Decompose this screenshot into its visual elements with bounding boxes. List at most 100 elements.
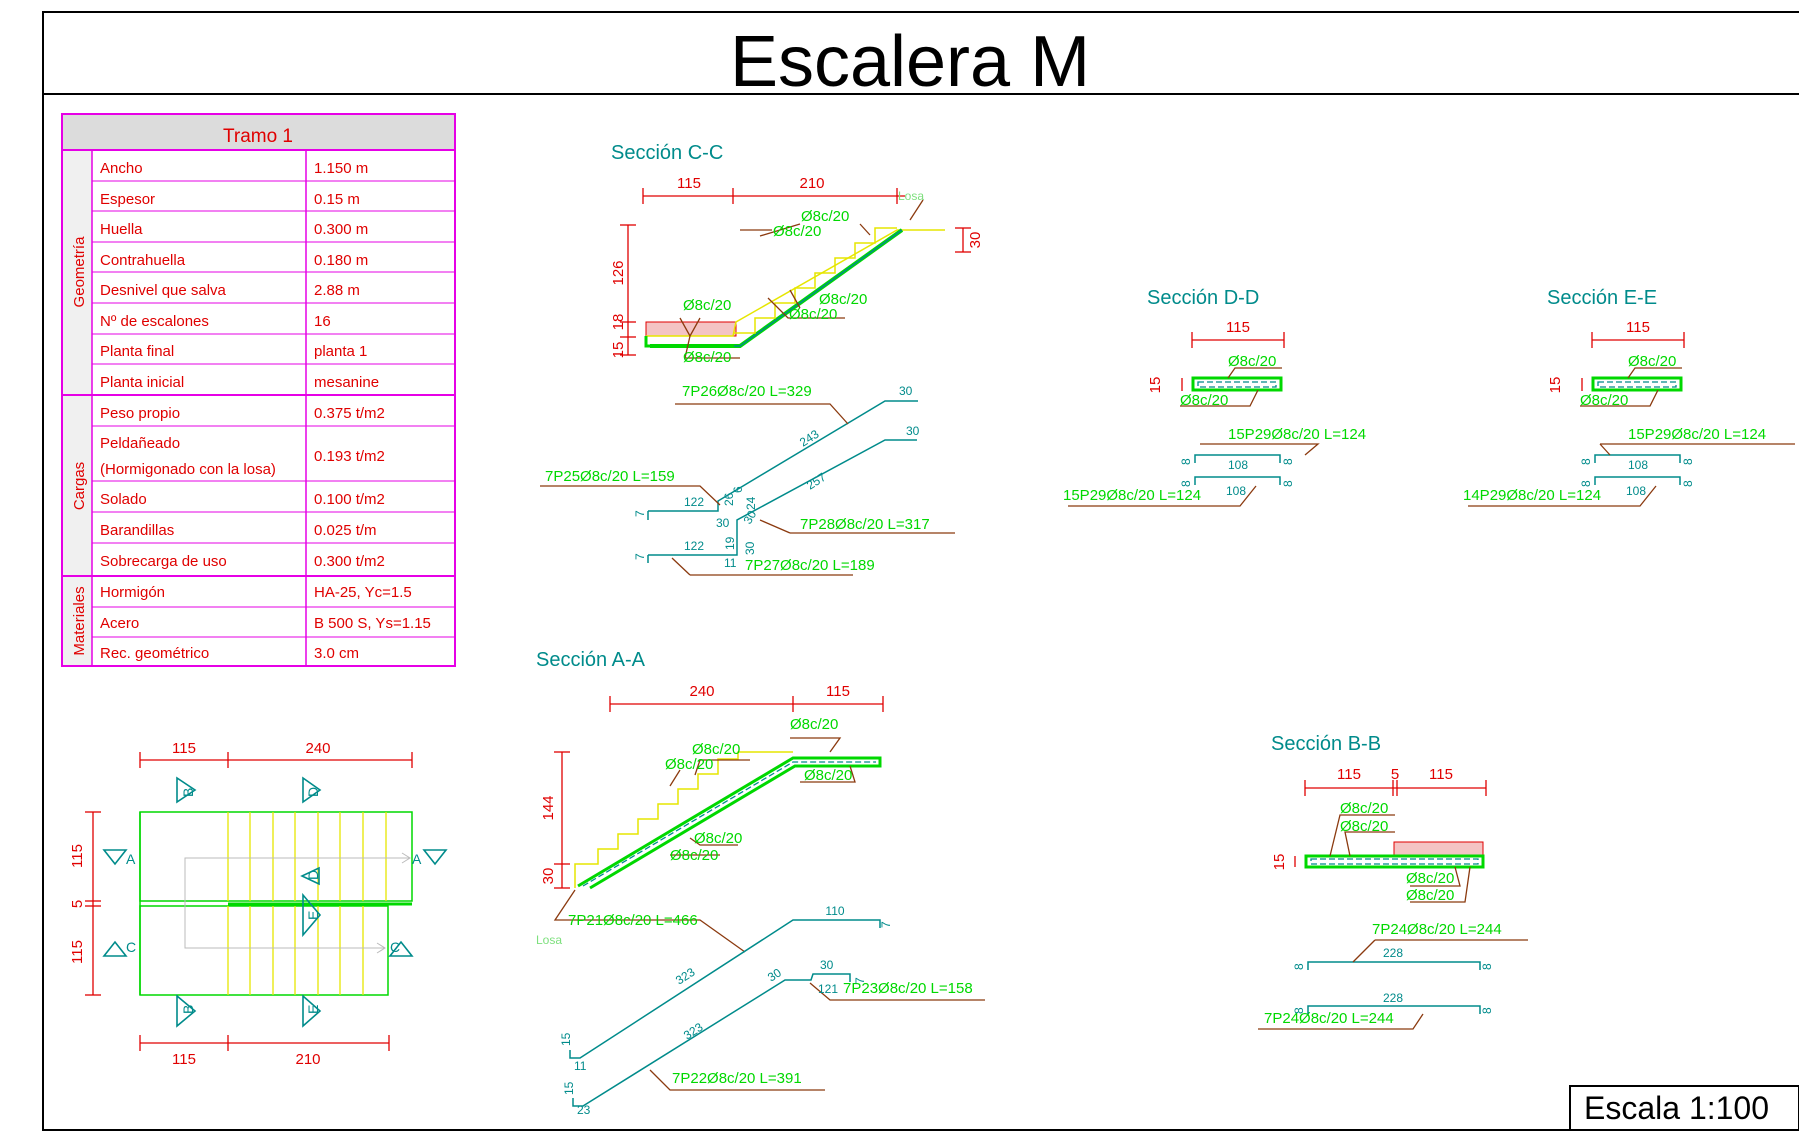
row-value: 16 xyxy=(314,313,331,330)
scale-label: Escala 1:100 xyxy=(1584,1090,1769,1126)
section-c-c: Sección C-C 115 210 30 126 18 15 Losa xyxy=(540,142,984,576)
sheet-frame xyxy=(42,11,1799,1131)
page-title: Escalera M xyxy=(730,22,1090,102)
bar-dim: 110 xyxy=(825,904,844,918)
plan-dim-left: 115 xyxy=(69,844,86,868)
dim: 115 xyxy=(1337,766,1361,783)
row-value: 0.300 t/m2 xyxy=(314,553,385,570)
bar-dim: 108 xyxy=(1628,458,1648,472)
bar-dim: 122 xyxy=(684,495,704,509)
dim: 240 xyxy=(689,683,714,700)
bar-dim: 30 xyxy=(740,508,759,527)
section-title: Sección C-C xyxy=(611,142,723,164)
bar-dim: 8 xyxy=(1579,480,1593,487)
bar-dim: 7 xyxy=(633,553,647,560)
dim: 210 xyxy=(799,175,824,192)
dim: 144 xyxy=(540,795,557,820)
bar-dim: 6 xyxy=(731,486,745,493)
rebar-label: Ø8c/20 xyxy=(665,756,713,773)
bar-dim: 228 xyxy=(1383,991,1403,1005)
bar-label: 7P28Ø8c/20 L=317 xyxy=(800,516,930,533)
row-key: Planta final xyxy=(100,343,174,360)
bar-dim: 122 xyxy=(684,539,704,553)
bar-dim: 323 xyxy=(681,1020,706,1043)
cut-label-a: A xyxy=(412,851,422,867)
section-a-a: Sección A-A 240 115 144 30 Losa Ø8c/20 Ø… xyxy=(536,649,985,1117)
rebar-label: Ø8c/20 xyxy=(1580,392,1628,409)
rebar-label: Ø8c/20 xyxy=(773,223,821,240)
plan-dim-top: 240 xyxy=(305,740,330,757)
dim: 15 xyxy=(1147,377,1164,394)
bar-label: 14P29Ø8c/20 L=124 xyxy=(1463,487,1601,504)
row-key: Espesor xyxy=(100,191,155,208)
row-key: Peldañeado xyxy=(100,435,180,452)
row-value: 0.100 t/m2 xyxy=(314,491,385,508)
row-key: Huella xyxy=(100,221,143,238)
row-key: Barandillas xyxy=(100,522,174,539)
bar-dim: 24 xyxy=(744,496,758,510)
cut-label-e: E xyxy=(305,1005,321,1014)
row-key: Peso propio xyxy=(100,405,180,422)
row-key: Planta inicial xyxy=(100,374,184,391)
bar-dim: 8 xyxy=(1179,458,1193,465)
row-key: Hormigón xyxy=(100,584,165,601)
bar-dim: 8 xyxy=(1281,458,1295,465)
bar-label: 7P24Ø8c/20 L=244 xyxy=(1264,1010,1394,1027)
bar-dim: 8 xyxy=(1281,480,1295,487)
row-key: Acero xyxy=(100,615,139,632)
bar-dim: 8 xyxy=(1681,458,1695,465)
plan-dim-left: 5 xyxy=(69,900,86,908)
row-value: 0.025 t/m xyxy=(314,522,377,539)
row-value: B 500 S, Ys=1.15 xyxy=(314,615,431,632)
bar-dim: 243 xyxy=(797,427,822,450)
section-b-b: Sección B-B 115 5 115 15 Ø8c/20 Ø8c/20 Ø… xyxy=(1258,733,1528,1030)
group-label-materiales: Materiales xyxy=(71,586,88,655)
rebar-label: Ø8c/20 xyxy=(670,847,718,864)
section-d-d: Sección D-D 115 15 Ø8c/20 Ø8c/20 15P29Ø8… xyxy=(1063,287,1366,507)
rebar-label: Ø8c/20 xyxy=(683,297,731,314)
section-title: Sección B-B xyxy=(1271,733,1381,755)
cut-label-d: D xyxy=(305,787,321,797)
bar-dim: 7 xyxy=(633,510,647,517)
row-value: 0.375 t/m2 xyxy=(314,405,385,422)
dim: 115 xyxy=(1626,319,1650,336)
bar-label: 7P23Ø8c/20 L=158 xyxy=(843,980,973,997)
bar-dim: 11 xyxy=(724,556,737,570)
bar-dim: 30 xyxy=(820,958,834,972)
group-label-geometria: Geometría xyxy=(71,236,88,308)
bar-dim: 7 xyxy=(853,977,867,984)
row-key: Rec. geométrico xyxy=(100,645,209,662)
cut-label-c: C xyxy=(126,939,136,955)
dim: 5 xyxy=(1391,766,1399,783)
rebar-label: Ø8c/20 xyxy=(1228,353,1276,370)
bar-dim: 30 xyxy=(906,424,920,438)
bar-dim: 8 xyxy=(1480,963,1494,970)
rebar-label: Ø8c/20 xyxy=(694,830,742,847)
bar-dim: 19 xyxy=(723,536,737,550)
bar-dim: 30 xyxy=(716,516,730,530)
bar-dim: 7 xyxy=(879,921,893,928)
bar-label: 7P21Ø8c/20 L=466 xyxy=(568,912,698,929)
cut-label-d: D xyxy=(305,870,321,880)
bar-dim: 108 xyxy=(1228,458,1248,472)
row-value: 2.88 m xyxy=(314,282,360,299)
rebar-label: Ø8c/20 xyxy=(1340,818,1388,835)
dim: 30 xyxy=(967,232,984,249)
bar-dim: 30 xyxy=(743,541,757,555)
bar-label: 15P29Ø8c/20 L=124 xyxy=(1628,426,1766,443)
row-value: 0.300 m xyxy=(314,221,368,238)
row-value: 0.193 t/m2 xyxy=(314,448,385,465)
row-key: Sobrecarga de uso xyxy=(100,553,227,570)
row-key-2: (Hormigonado con la losa) xyxy=(100,461,276,478)
rebar-label: Ø8c/20 xyxy=(1406,870,1454,887)
row-key: Desnivel que salva xyxy=(100,282,227,299)
rebar-label: Ø8c/20 xyxy=(1180,392,1228,409)
bar-dim: 26 xyxy=(722,492,736,506)
bar-label: 7P24Ø8c/20 L=244 xyxy=(1372,921,1502,938)
bar-dim: 108 xyxy=(1226,484,1246,498)
cut-label-e: E xyxy=(305,911,321,920)
row-value: 0.15 m xyxy=(314,191,360,208)
rebar-label: Ø8c/20 xyxy=(790,716,838,733)
bar-label: 7P25Ø8c/20 L=159 xyxy=(545,468,675,485)
bar-dim: 108 xyxy=(1626,484,1646,498)
